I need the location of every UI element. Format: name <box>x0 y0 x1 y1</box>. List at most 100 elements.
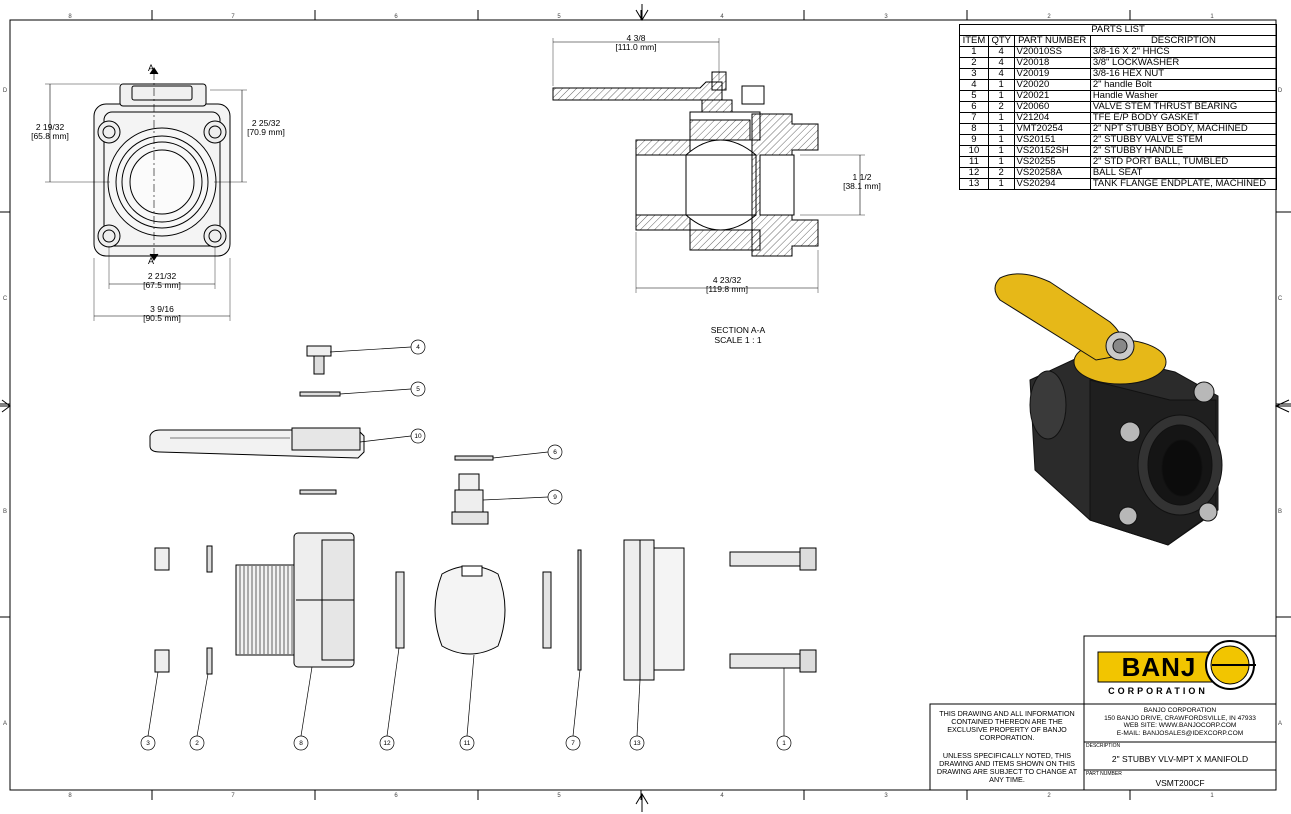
section-mark-bottom: A <box>148 256 155 266</box>
zone-col-label: 2 <box>1047 14 1051 20</box>
front-view <box>45 67 247 321</box>
front-height-b-mm: [70.9 mm] <box>247 127 285 137</box>
leader-line <box>636 679 641 737</box>
item-cell: 4 <box>959 79 989 91</box>
part-number-cell: V20018 <box>1013 57 1091 69</box>
description-cell: TANK FLANGE ENDPLATE, MACHINED <box>1089 178 1278 190</box>
change-notice: UNLESS SPECIFICALLY NOTED, THIS DRAWING … <box>936 751 1078 784</box>
description-cell: 2" NPT STUBBY BODY, MACHINED <box>1089 123 1278 135</box>
handle-bolt-part <box>306 345 332 375</box>
balloon-number: 2 <box>195 740 199 747</box>
zone-col-label: 4 <box>720 793 724 799</box>
item-cell: 13 <box>959 178 989 190</box>
description-cell: 2" STUBBY VALVE STEM <box>1089 134 1278 146</box>
center-mark-top <box>635 4 649 21</box>
zone-col-label: 3 <box>884 14 888 20</box>
section-top-dim-mm: [111.0 mm] <box>615 42 657 52</box>
center-mark-right <box>1274 399 1291 413</box>
section-mark-top: A <box>148 63 155 73</box>
balloon-number: 7 <box>571 740 575 747</box>
handle-washer-part <box>299 391 341 397</box>
item-cell: 9 <box>959 134 989 146</box>
balloon-circle <box>776 735 792 751</box>
leader-line <box>329 346 412 353</box>
balloon-number: 10 <box>414 433 422 440</box>
part-number-cell: V20021 <box>1013 90 1091 102</box>
ball-seat-a <box>395 571 405 649</box>
zone-col-label: 2 <box>1047 793 1051 799</box>
zone-col-label: 7 <box>231 793 235 799</box>
balloon-number: 4 <box>416 344 420 351</box>
header-qty: QTY <box>987 35 1015 47</box>
thrust-bearing-b <box>454 455 494 461</box>
hex-bolt-bottom <box>729 649 817 673</box>
balloon-number: 5 <box>416 386 420 393</box>
description-cell: 3/8-16 X 2" HHCS <box>1089 46 1278 58</box>
company-address: 150 BANJO DRIVE, CRAWFORDSVILLE, IN 4793… <box>1104 714 1256 722</box>
description-label: DESCRIPTION <box>1086 743 1121 749</box>
balloon-number: 12 <box>383 740 391 747</box>
description-cell: 2" STD PORT BALL, TUMBLED <box>1089 156 1278 168</box>
zone-col-label: 6 <box>394 793 398 799</box>
zone-col-label: 1 <box>1210 14 1214 20</box>
description-cell: TFE E/P BODY GASKET <box>1089 112 1278 124</box>
description-cell: Handle Washer <box>1089 90 1278 102</box>
description-cell: 3/8-16 HEX NUT <box>1089 68 1278 80</box>
qty-cell: 1 <box>987 178 1015 190</box>
balloon-number: 13 <box>633 740 641 747</box>
section-bottom-dim-in: 4 23/32 <box>712 275 742 285</box>
part-number-cell: VMT20254 <box>1013 123 1091 135</box>
balloon-number: 9 <box>553 494 557 501</box>
zone-row-label: C <box>1278 296 1283 302</box>
part-number-label: PART NUMBER <box>1086 771 1122 777</box>
front-width-a: 2 21/32 [67.5 mm] <box>132 272 192 290</box>
banjo-logo <box>1097 640 1256 690</box>
qty-cell: 4 <box>987 46 1015 58</box>
leader-line <box>482 496 549 501</box>
parts-list-title: PARTS LIST <box>959 24 1277 36</box>
front-height-a-mm: [65.8 mm] <box>31 131 69 141</box>
section-title: SECTION A-A <box>710 325 766 335</box>
gasket-part <box>577 549 582 671</box>
front-width-b-mm: [90.5 mm] <box>143 313 181 323</box>
part-number-cell: V20010SS <box>1013 46 1091 58</box>
front-height-a-in: 2 19/32 <box>35 122 65 132</box>
part-number-cell: VS20255 <box>1013 156 1091 168</box>
description-cell: BALL SEAT <box>1089 167 1278 179</box>
zone-row-label: B <box>1278 509 1282 515</box>
balloon-number: 1 <box>782 740 786 747</box>
balloon-circle <box>547 444 563 460</box>
section-scale: SCALE 1 : 1 <box>714 335 762 345</box>
balloon-circle <box>410 381 426 397</box>
qty-cell: 1 <box>987 134 1015 146</box>
qty-cell: 4 <box>987 68 1015 80</box>
part-number-cell: VS20258A <box>1013 167 1091 179</box>
logo-subtitle: CORPORATION <box>1108 686 1208 696</box>
balloon-circle <box>410 339 426 355</box>
item-cell: 12 <box>959 167 989 179</box>
zone-col-label: 6 <box>394 14 398 20</box>
zone-col-label: 4 <box>720 14 724 20</box>
valve-stem-part <box>451 473 489 525</box>
front-width-b: 3 9/16 [90.5 mm] <box>132 305 192 323</box>
handle-part <box>149 427 365 459</box>
ball-part <box>434 565 506 655</box>
hex-nut-top <box>154 547 170 571</box>
balloon-circle <box>189 735 205 751</box>
header-part-number: PART NUMBER <box>1013 35 1091 47</box>
balloon-circle <box>140 735 156 751</box>
item-cell: 3 <box>959 68 989 80</box>
qty-cell: 1 <box>987 156 1015 168</box>
company-info: BANJO CORPORATION 150 BANJO DRIVE, CRAWF… <box>1086 707 1274 737</box>
section-port-dim-in: 1 1/2 <box>852 172 872 182</box>
front-height-b-in: 2 25/32 <box>251 118 281 128</box>
isometric-render <box>994 273 1223 546</box>
